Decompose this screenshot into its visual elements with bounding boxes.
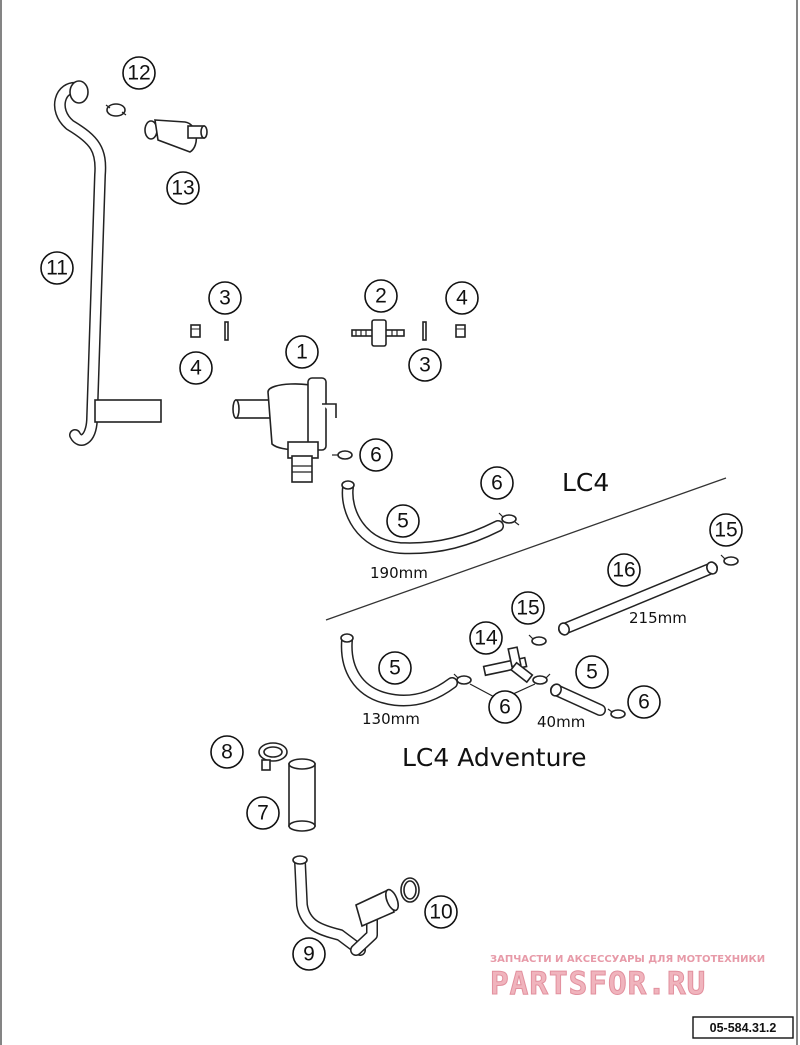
callout-13: 13 — [166, 171, 200, 205]
svg-text:15: 15 — [714, 519, 737, 542]
part-12-clamp — [105, 103, 127, 117]
part-2-double-nipple — [351, 319, 405, 347]
svg-text:6: 6 — [370, 444, 382, 467]
callout-9: 9 — [292, 937, 326, 971]
callout-3-left: 3 — [208, 281, 242, 315]
part-6-clamp-short-hose — [607, 708, 626, 719]
part-6-clamp-lc4 — [498, 512, 520, 526]
part-6-clamp-adventure-left — [453, 673, 472, 685]
callout-8: 8 — [210, 735, 244, 769]
dim-40mm: 40mm — [537, 713, 585, 731]
callout-15-upper: 15 — [709, 513, 743, 547]
callout-2: 2 — [364, 279, 398, 313]
dim-215mm: 215mm — [629, 609, 687, 627]
callout-10: 10 — [424, 895, 458, 929]
svg-text:9: 9 — [303, 943, 315, 966]
svg-text:6: 6 — [499, 696, 511, 719]
part-5-hose-adventure-b — [550, 683, 606, 716]
svg-text:6: 6 — [638, 691, 650, 714]
callout-3-right: 3 — [408, 348, 442, 382]
part-16-hose-adventure — [558, 561, 718, 636]
part-1-valve — [232, 377, 337, 483]
part-6-clamp-valve — [332, 450, 353, 460]
part-3-pin-left — [224, 321, 229, 341]
svg-text:3: 3 — [419, 354, 431, 377]
variant-label-lc4: LC4 — [562, 468, 609, 497]
callout-16: 16 — [607, 553, 641, 587]
svg-text:8: 8 — [221, 741, 233, 764]
svg-text:4: 4 — [456, 287, 468, 310]
svg-text:3: 3 — [219, 287, 231, 310]
dim-130mm: 130mm — [362, 710, 420, 728]
svg-text:4: 4 — [190, 357, 202, 380]
svg-text:12: 12 — [127, 62, 150, 85]
svg-text:16: 16 — [612, 559, 635, 582]
variant-divider — [325, 477, 727, 621]
svg-text:13: 13 — [171, 177, 194, 200]
svg-text:5: 5 — [586, 661, 598, 684]
part-6-clamp-adventure-right — [532, 673, 551, 685]
part-5-hose-adventure-a — [340, 633, 458, 707]
callout-12: 12 — [122, 56, 156, 90]
part-4-nut-right — [455, 324, 466, 338]
callout-5-adventure-a: 5 — [378, 651, 412, 685]
svg-text:1: 1 — [296, 341, 308, 364]
svg-text:2: 2 — [375, 285, 387, 308]
reference-number: 05-584.31.2 — [710, 1021, 777, 1035]
callout-6-lc4: 6 — [480, 466, 514, 500]
variant-label-adventure: LC4 Adventure — [402, 743, 587, 772]
callout-4-left: 4 — [179, 351, 213, 385]
callout-6-short-hose: 6 — [627, 685, 661, 719]
svg-text:5: 5 — [389, 657, 401, 680]
part-7-hose-sleeve — [288, 758, 316, 832]
watermark-brand: PARTSFOR.RU — [490, 966, 706, 1002]
callout-6-valve: 6 — [359, 438, 393, 472]
callout-15-lower: 15 — [511, 591, 545, 625]
part-11-breather-hose — [54, 80, 162, 446]
callout-14: 14 — [469, 621, 503, 655]
svg-text:14: 14 — [474, 627, 498, 650]
callout-6-adventure: 6 — [488, 690, 522, 724]
svg-text:7: 7 — [257, 802, 269, 825]
svg-text:6: 6 — [491, 472, 503, 495]
svg-text:11: 11 — [46, 257, 68, 280]
watermark-tagline: ЗАПЧАСТИ И АКСЕССУАРЫ ДЛЯ МОТОТЕХНИКИ — [490, 954, 765, 965]
callout-4-right: 4 — [445, 281, 479, 315]
svg-text:5: 5 — [397, 510, 409, 533]
part-15-clamp-upper — [720, 554, 739, 566]
part-15-clamp-lower — [528, 634, 547, 646]
callout-5-lc4: 5 — [386, 504, 420, 538]
callout-5-adventure-b: 5 — [575, 655, 609, 689]
part-10-o-ring — [400, 877, 420, 903]
part-8-clamp — [258, 742, 288, 771]
callout-11: 11 — [40, 251, 74, 285]
part-5-hose-lc4 — [341, 480, 504, 555]
part-14-t-piece — [482, 646, 534, 684]
part-13-angle-fitting — [144, 119, 208, 153]
svg-text:10: 10 — [429, 901, 452, 924]
part-3-pin-right — [422, 321, 427, 341]
callout-1: 1 — [285, 335, 319, 369]
svg-text:15: 15 — [516, 597, 539, 620]
part-9-bent-pipe — [292, 855, 400, 956]
reference-box — [692, 1016, 794, 1039]
callout-7: 7 — [246, 796, 280, 830]
part-4-nut-left — [190, 324, 201, 338]
dim-190mm: 190mm — [370, 564, 428, 582]
